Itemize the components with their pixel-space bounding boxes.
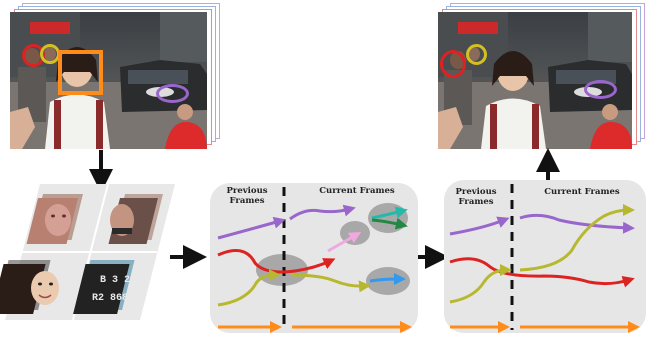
input-frame	[10, 12, 207, 149]
track-blue	[369, 273, 406, 286]
track-olive-prev	[217, 269, 281, 307]
output-street-scene	[438, 12, 632, 149]
track-pink	[327, 232, 362, 253]
detection-crops: B 3 2 R2 8688	[0, 183, 175, 321]
shop-sign	[30, 22, 70, 34]
track-purple-curr	[289, 204, 356, 221]
result-olive-prev	[449, 264, 512, 304]
result-purple-curr	[519, 213, 635, 234]
crop-license-plate: B 3 2 R2 8688	[73, 260, 135, 314]
current-frames-label: Current Frames	[319, 186, 395, 196]
track-green	[371, 217, 408, 230]
crop-face-blurred-1	[26, 194, 84, 244]
svg-text:B 3 2: B 3 2	[100, 275, 130, 286]
current-frames-label-2: Current Frames	[544, 187, 620, 197]
previous-frames-label: Previous Frames	[226, 186, 268, 206]
previous-frames-label-2: Previous Frames	[455, 187, 497, 207]
result-purple-prev	[449, 216, 510, 236]
output-red-circle-box	[440, 50, 466, 78]
crop-face-girl	[0, 260, 59, 314]
svg-text:R2 8688: R2 8688	[92, 293, 134, 304]
tracking-paths	[217, 187, 412, 333]
tracking-panel: Previous Frames Current Frames	[210, 183, 418, 333]
girl-shirt	[45, 94, 110, 149]
result-red	[449, 257, 635, 288]
result-olive-curr	[519, 204, 635, 272]
output-yellow-circle-box	[466, 44, 487, 65]
track-purple-prev	[217, 216, 286, 240]
crop-face-blurred-2	[108, 194, 164, 244]
output-frame	[438, 12, 632, 149]
orange-face-box	[58, 50, 103, 95]
output-purple-plate-box	[584, 80, 617, 99]
purple-plate-box	[156, 84, 189, 103]
result-paths	[449, 184, 640, 333]
track-olive-curr	[291, 273, 371, 293]
result-panel: Previous Frames Current Frames	[444, 180, 646, 333]
track-teal	[371, 206, 408, 220]
